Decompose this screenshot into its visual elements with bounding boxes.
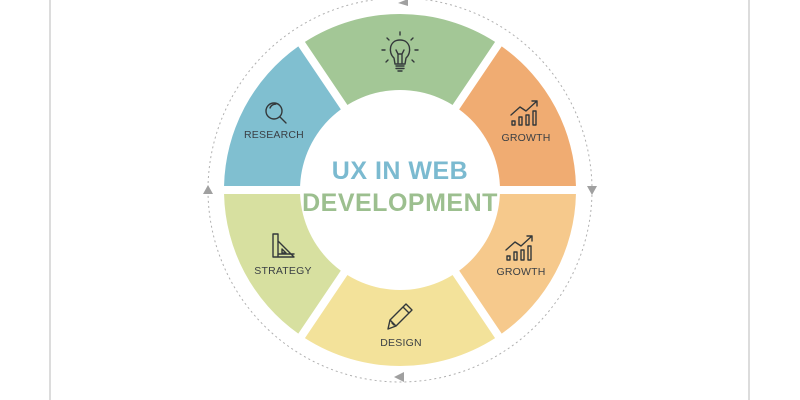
growth-chart-icon bbox=[505, 235, 533, 261]
segment-growth-2 bbox=[458, 193, 576, 334]
segment-ideation bbox=[304, 14, 496, 107]
segment-strategy bbox=[224, 193, 342, 334]
magnifier-icon bbox=[265, 102, 287, 124]
lightbulb-icon bbox=[381, 31, 419, 72]
title-line-1: UX IN WEB bbox=[332, 157, 468, 185]
segment-label-strategy: STRATEGY bbox=[254, 265, 311, 277]
segment-growth-1 bbox=[458, 46, 576, 187]
arrow-left-icon bbox=[203, 185, 213, 194]
ruler-triangle-icon bbox=[272, 233, 295, 258]
arrow-top-icon bbox=[398, 0, 408, 6]
growth-chart-icon bbox=[510, 100, 538, 126]
arrow-bottom-icon bbox=[394, 372, 404, 382]
left-border-line bbox=[49, 0, 51, 400]
title-line-2: DEVELOPMENT bbox=[302, 189, 498, 217]
segment-label-growth-2: GROWTH bbox=[496, 266, 545, 278]
right-border-line bbox=[748, 0, 750, 400]
center-circle bbox=[300, 90, 500, 290]
segment-research bbox=[224, 46, 342, 187]
segment-label-growth-1: GROWTH bbox=[501, 132, 550, 144]
segment-label-design: DESIGN bbox=[380, 337, 421, 349]
segment-label-research: RESEARCH bbox=[244, 129, 304, 141]
pencil-icon bbox=[387, 303, 413, 330]
segment-design bbox=[304, 273, 496, 367]
arrow-right-icon bbox=[587, 186, 597, 195]
